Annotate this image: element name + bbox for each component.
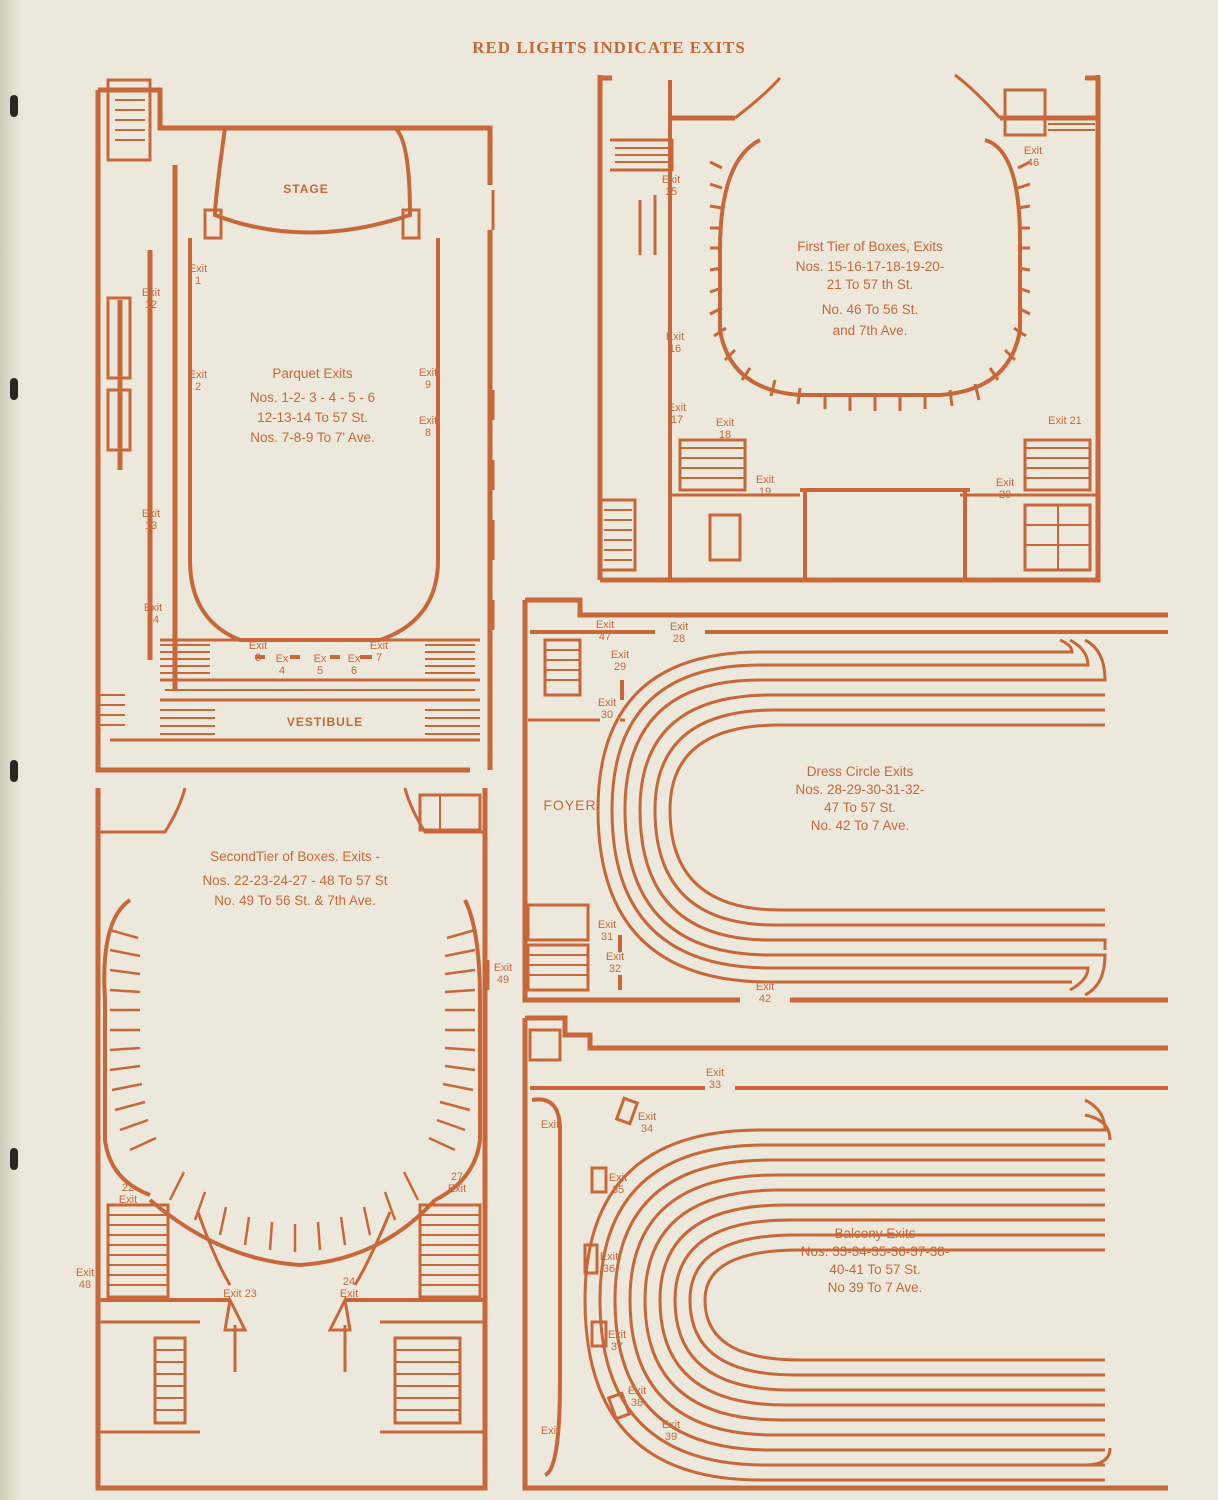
first-tier-plan: [597, 73, 1101, 583]
exit-34-label: Exit 34: [637, 1111, 657, 1135]
parquet-exits-title: Parquet Exits: [272, 366, 353, 381]
balcony-plan: [522, 1015, 1168, 1491]
binding-spine: [0, 0, 22, 1500]
exit-29-label: Exit 29: [610, 649, 630, 673]
exit-3-label: Exit 3: [248, 640, 268, 664]
first-tier-title: First Tier of Boxes, Exits: [797, 239, 943, 254]
binding-hole: [10, 760, 18, 782]
balcony-title: Balcony Exits: [834, 1226, 916, 1241]
parquet-exits-line-2: 12-13-14 To 57 St.: [257, 410, 368, 425]
exit-22-label: 22 Exit: [118, 1182, 138, 1206]
exit-6-label: Ex 6: [347, 653, 361, 677]
exit-7-label: Exit 7: [369, 640, 389, 664]
exit-9-label: Exit 9: [418, 367, 438, 391]
exit-31-label: Exit 31: [597, 919, 617, 943]
first-tier-line-1: Nos. 15-16-17-18-19-20-: [795, 259, 945, 274]
binding-hole: [10, 1148, 18, 1170]
exit-32-label: Exit 32: [605, 951, 625, 975]
exit-4-label: Ex 4: [275, 653, 289, 677]
exit-16-label: Exit 16: [665, 331, 685, 355]
dress-circle-line-2: 47 To 57 St.: [824, 800, 896, 815]
exit-28-label: Exit 28: [669, 621, 689, 645]
exit-15-label: Exit 15: [661, 174, 681, 198]
balcony-line-1: Nos. 33-34-35-36-37-38-: [800, 1244, 950, 1259]
exit-14-label: Exit 14: [143, 602, 163, 626]
second-tier-box-dividers: [109, 928, 476, 1252]
balcony-line-2: 40-41 To 57 St.: [829, 1262, 921, 1277]
exit-49-label: Exit 49: [493, 962, 513, 986]
exit-38-label: Exit 38: [627, 1385, 647, 1409]
stage-label: STAGE: [283, 182, 329, 196]
second-tier-plan: [95, 787, 490, 1491]
page-heading: RED LIGHTS INDICATE EXITS: [472, 38, 746, 57]
second-tier-line-2: No. 49 To 56 St. & 7th Ave.: [214, 893, 376, 908]
first-tier-line-4: and 7th Ave.: [832, 323, 908, 338]
balcony-exit-boxes: [583, 1096, 640, 1421]
dress-circle-title: Dress Circle Exits: [806, 764, 914, 779]
exit-39-label: Exit 39: [661, 1419, 681, 1443]
vestibule-label: VESTIBULE: [286, 715, 364, 729]
exit-47-label: Exit 47: [595, 619, 615, 643]
exit-18-label: Exit 18: [715, 417, 735, 441]
exit-23-label: Exit 23: [223, 1288, 257, 1300]
first-tier-line-2: 21 To 57 th St.: [826, 277, 914, 292]
parquet-exits-line-1: Nos. 1-2- 3 - 4 - 5 - 6: [249, 390, 376, 405]
exit-24-label: 24 Exit: [339, 1276, 359, 1300]
dress-circle-plan: [522, 597, 1168, 1003]
exit-46-label: Exit 46: [1023, 145, 1043, 169]
exit-17-label: Exit 17: [667, 402, 687, 426]
binding-hole: [10, 95, 18, 117]
exit-2-label: Exit 2: [188, 369, 208, 393]
exit-48-label: Exit 48: [75, 1267, 95, 1291]
exit-21-label: Exit 21: [1048, 415, 1082, 427]
exit-42-label: Exit 42: [755, 981, 775, 1005]
exit-19-label: Exit 19: [755, 474, 775, 498]
exit-1-label: Exit 1: [188, 263, 208, 287]
exit-35-label: Exit 35: [608, 1172, 628, 1196]
exit-37-label: Exit 37: [607, 1329, 627, 1353]
binding-hole: [10, 378, 18, 400]
exit-5-label: Ex 5: [313, 653, 327, 677]
exit-8-label: Exit 8: [418, 415, 438, 439]
dress-circle-line-1: Nos. 28-29-30-31-32-: [795, 782, 925, 797]
dress-circle-line-3: No. 42 To 7 Ave.: [810, 818, 910, 833]
exit-13-label: Exit 13: [141, 508, 161, 532]
exit-30-label: Exit 30: [597, 697, 617, 721]
exit-20-label: Exit 20: [995, 477, 1015, 501]
second-tier-line-1: Nos. 22-23-24-27 - 48 To 57 St: [202, 873, 388, 888]
exit-36-label: Exit 36: [599, 1251, 619, 1275]
second-tier-title: SecondTier of Boxes. Exits -: [210, 849, 380, 864]
first-tier-line-3: No. 46 To 56 St.: [821, 302, 919, 317]
first-tier-box-dividers: [709, 160, 1031, 411]
balcony-line-3: No 39 To 7 Ave.: [827, 1280, 923, 1295]
balcony-exit-top-label: Exit: [540, 1119, 560, 1131]
parquet-plan: [95, 78, 495, 773]
parquet-exits-line-3: Nos. 7-8-9 To 7' Ave.: [250, 430, 375, 445]
exit-33-label: Exit 33: [705, 1067, 725, 1091]
balcony-exit-bottom-label: Exit: [540, 1425, 560, 1437]
exit-12-label: Exit 12: [141, 287, 161, 311]
exit-27-label: 27 Exit: [447, 1171, 467, 1195]
foyer-label: FOYER: [543, 797, 597, 813]
